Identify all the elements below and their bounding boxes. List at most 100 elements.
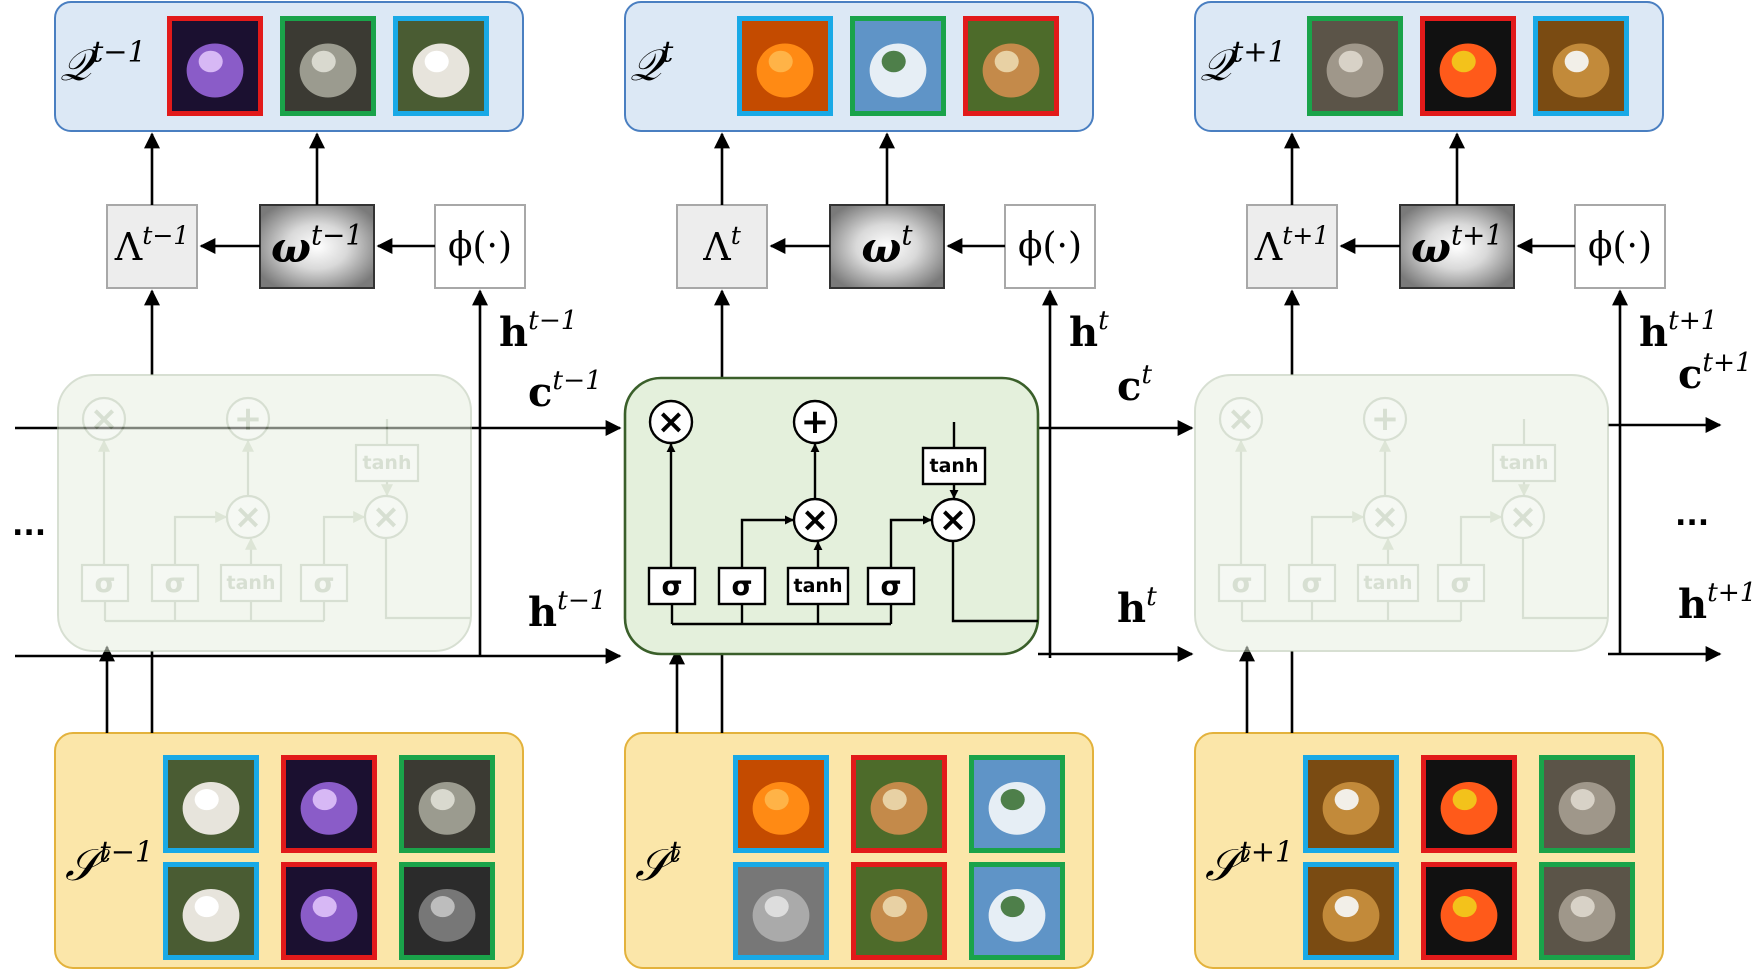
lambda-label-curr: Λt bbox=[702, 221, 741, 269]
c-label-prev-sup: t−1 bbox=[552, 365, 602, 396]
lstm-cell-0-tanh-gate-candidate-label: tanh bbox=[227, 572, 276, 594]
phi-box-next bbox=[1574, 204, 1666, 289]
query-next-image-2 bbox=[1533, 16, 1629, 116]
h-label-next-base: h bbox=[1678, 581, 1707, 628]
lstm-cell-2-sigma-gate-output-label: σ bbox=[1450, 568, 1471, 599]
lambda-label-prev-base: Λ bbox=[114, 225, 143, 269]
lstm-cell-1-cell-add bbox=[792, 399, 838, 445]
white-wolf-photo-highlight bbox=[194, 789, 219, 811]
support-prev-image-2 bbox=[399, 755, 495, 853]
padlock-backpack-photo-highlight bbox=[311, 50, 336, 73]
jellyfish-orange-photo-highlight bbox=[312, 896, 337, 918]
lstm-cell-0-sigma-gate-forget bbox=[80, 563, 130, 603]
lstm-cell-0-forget-multiply bbox=[81, 396, 127, 442]
lstm-cell-0-cell-tanh-box bbox=[354, 443, 420, 483]
support-label-prev-sup: t−1 bbox=[99, 835, 153, 869]
lambda-label-curr-sup: t bbox=[731, 221, 742, 250]
support-curr-image-1 bbox=[851, 755, 947, 853]
combination-lock-photo-highlight bbox=[430, 896, 455, 918]
lstm-cell-2-sigma-gate-output bbox=[1436, 563, 1486, 603]
lambda-label-prev-sup: t−1 bbox=[142, 221, 189, 250]
beer-bottle-closeup-photo-highlight bbox=[1334, 896, 1359, 918]
omega-label-prev-base: ω bbox=[271, 223, 311, 272]
sailboats-photo-highlight bbox=[1000, 896, 1025, 918]
h-label-curr: ht bbox=[1117, 581, 1157, 632]
lstm-cell-2-forget-multiply bbox=[1218, 396, 1264, 442]
h-label-up-curr: ht bbox=[1069, 305, 1109, 356]
lstm-cell-0-input-multiply-symbol: × bbox=[234, 497, 263, 537]
lstm-cell-2-cell-add-symbol: + bbox=[1371, 399, 1400, 439]
lstm-cell-2-tanh-gate-candidate bbox=[1356, 563, 1420, 603]
support-curr-image-5 bbox=[969, 862, 1065, 960]
lstm-cell-0-input-multiply bbox=[225, 494, 271, 540]
lstm-cell-1-tanh-gate-candidate-label: tanh bbox=[794, 575, 843, 597]
query-label-curr: 𝒬t bbox=[630, 35, 674, 91]
wok-photo-highlight bbox=[1570, 789, 1595, 811]
c-label-prev: ct−1 bbox=[528, 365, 602, 416]
lstm-cell-2-sigma-gate-forget bbox=[1217, 563, 1267, 603]
phi-label-next: ϕ(·) bbox=[1588, 226, 1652, 267]
lstm-cell-2-tanh-gate-candidate-label: tanh bbox=[1364, 572, 1413, 594]
phi-box-prev bbox=[434, 204, 526, 289]
lstm-cell-1-h-path bbox=[951, 542, 1038, 623]
h-label-up-prev: ht−1 bbox=[499, 305, 578, 356]
lstm-cell-1-input-multiply bbox=[792, 497, 838, 543]
query-curr-image-1 bbox=[850, 16, 946, 116]
query-next-image-1 bbox=[1420, 16, 1516, 116]
omega-label-curr-sup: t bbox=[901, 218, 913, 251]
lstm-cell-2-output-multiply bbox=[1500, 494, 1546, 540]
lstm-cell-2-cell-tanh-label: tanh bbox=[1500, 452, 1549, 474]
white-wolf-photo-highlight bbox=[424, 50, 449, 73]
sailboat-photo-highlight bbox=[881, 50, 906, 73]
omega-label-curr-base: ω bbox=[861, 223, 901, 272]
lstm-cell-2-sigma-gate-input-label: σ bbox=[1301, 568, 1322, 599]
lstm-cell-2-sigma-gate-forget-label: σ bbox=[1231, 568, 1252, 599]
lambda-label-curr-base: Λ bbox=[702, 225, 731, 269]
lambda-label-next-sup: t+1 bbox=[1282, 221, 1329, 250]
wok-top-photo-highlight bbox=[1570, 896, 1595, 918]
lstm-cell-0-input-path bbox=[173, 511, 228, 565]
support-curr-image-3 bbox=[733, 862, 829, 960]
h-label-up-curr-sup: t bbox=[1098, 305, 1109, 336]
h-label-up-curr-base: h bbox=[1069, 309, 1098, 356]
support-next-image-3 bbox=[1303, 862, 1399, 960]
query-label-curr-sup: t bbox=[662, 35, 674, 69]
lstm-cell-2-input-multiply-symbol: × bbox=[1371, 497, 1400, 537]
lstm-cell-2-h-path bbox=[1521, 539, 1608, 620]
support-prev-image-4 bbox=[281, 862, 377, 960]
h-label-next: ht+1 bbox=[1678, 577, 1757, 628]
h-label-up-next-sup: t+1 bbox=[1668, 305, 1718, 336]
h-label-next-sup: t+1 bbox=[1707, 577, 1757, 608]
oranges-photo-highlight bbox=[764, 789, 789, 811]
mushroom-photo-highlight bbox=[994, 50, 1019, 73]
mushroom-field-photo-highlight bbox=[882, 896, 907, 918]
lstm-cell-2-forget-multiply-symbol: × bbox=[1227, 399, 1256, 439]
lstm-cell-2-input-path bbox=[1310, 511, 1365, 565]
lstm-cell-0-output-multiply bbox=[363, 494, 409, 540]
phi-box-curr bbox=[1004, 204, 1096, 289]
lstm-cell-1-output-multiply-symbol: × bbox=[939, 500, 968, 540]
omega-box-curr bbox=[829, 204, 945, 289]
h-label-prev: ht−1 bbox=[528, 585, 607, 636]
omega-label-next-base: ω bbox=[1411, 223, 1451, 272]
omega-label-prev: ωt−1 bbox=[271, 218, 363, 272]
lstm-cell-0-cell-add-symbol: + bbox=[234, 399, 263, 439]
lstm-cell-2-output-path bbox=[1459, 511, 1503, 565]
lstm-cell-0-output-multiply-symbol: × bbox=[372, 497, 401, 537]
c-label-curr-sup: t bbox=[1141, 359, 1152, 390]
lstm-cell-0-forget-multiply-symbol: × bbox=[90, 399, 119, 439]
h-label-prev-base: h bbox=[528, 589, 557, 636]
h-label-up-next: ht+1 bbox=[1639, 305, 1718, 356]
beer-bottle-photo-highlight bbox=[1334, 789, 1359, 811]
query-label-prev-sup: t−1 bbox=[92, 35, 146, 69]
lstm-cell-0-sigma-gate-output bbox=[299, 563, 349, 603]
support-prev-image-5 bbox=[399, 862, 495, 960]
lstm-cell-1-sigma-gate-forget bbox=[647, 566, 697, 606]
lstm-cell-0-sigma-gate-input bbox=[150, 563, 200, 603]
lstm-cell-1-output-multiply bbox=[930, 497, 976, 543]
oranges-photo-highlight bbox=[768, 50, 793, 73]
ellipsis-right: ... bbox=[1675, 498, 1709, 533]
